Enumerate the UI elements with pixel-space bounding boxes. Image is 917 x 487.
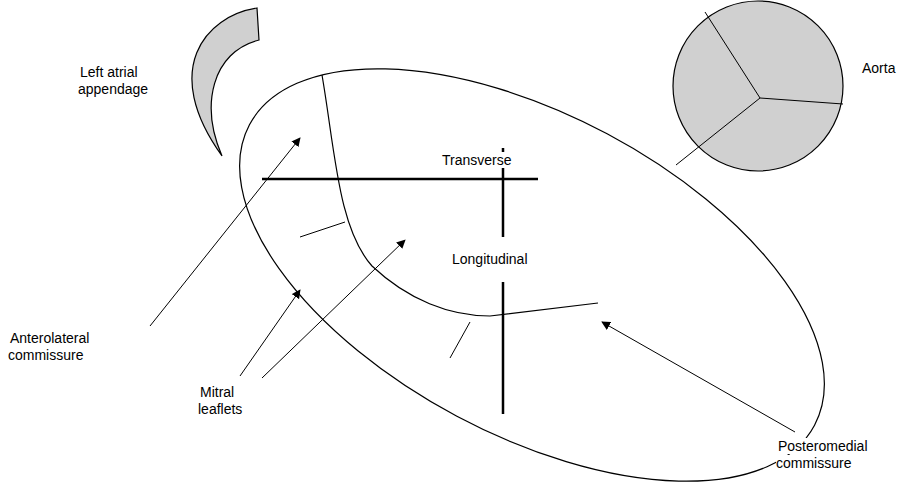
axis-label-box: Longitudinal	[450, 251, 580, 268]
scallop-ticks	[300, 222, 470, 358]
part-label-box: Left atrial appendage	[78, 64, 168, 98]
leader-arrow	[262, 240, 405, 378]
part-label: Anterolateral commissure	[8, 330, 89, 363]
part-label-box: Mitral leaflets	[198, 384, 268, 418]
part-label: Mitral leaflets	[198, 384, 244, 417]
aortic-cusp-lines	[676, 12, 843, 165]
part-label-box: Aorta	[860, 60, 912, 77]
mitral-annulus	[174, 0, 889, 487]
leader-arrow	[150, 138, 300, 326]
part-label: Aorta	[860, 60, 897, 76]
axis-label: Transverse	[440, 152, 514, 168]
axis-label-box: Transverse	[440, 152, 550, 169]
part-label: Posteromedial commissure	[776, 438, 868, 471]
aorta-circle	[673, 1, 843, 171]
axis-label: Longitudinal	[450, 251, 530, 267]
leader-arrow	[602, 322, 795, 432]
axis-lines	[262, 148, 538, 414]
atrial-appendage	[192, 8, 259, 156]
part-label: Left atrial appendage	[78, 64, 150, 97]
leader-arrow	[240, 290, 300, 376]
part-label-box: Anterolateral commissure	[8, 330, 118, 364]
part-label-box: Posteromedial commissure	[776, 438, 896, 472]
